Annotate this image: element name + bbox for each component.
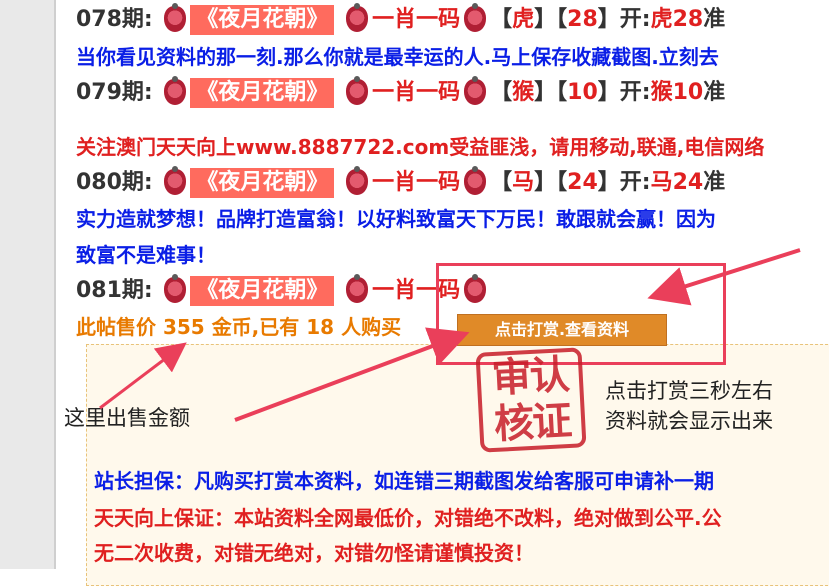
title-text: 《夜月花朝》 xyxy=(196,80,329,105)
sale-currency: 金币,已有 xyxy=(211,315,300,339)
lantern-icon xyxy=(464,166,487,195)
title-text: 《夜月花朝》 xyxy=(196,170,329,195)
guarantee-line-2: 天天向上保证：本站资料全网最低价，对错绝不改料，绝对做到公平.公 xyxy=(94,506,722,530)
period-label: 081期: xyxy=(76,278,153,303)
reward-view-button[interactable]: 点击打赏.查看资料 xyxy=(457,314,667,346)
save-hint-text: 当你看见资料的那一刻.那么你就是最幸运的人.马上保存收藏截图.立刻去 xyxy=(76,45,719,69)
number-text: 10 xyxy=(567,80,598,105)
sale-prefix: 此帖售价 xyxy=(76,315,156,339)
sale-suffix: 人购买 xyxy=(341,315,402,339)
number-text: 24 xyxy=(567,170,598,195)
prediction-row-081: 081期: 《夜月花朝》 一肖一码 xyxy=(76,274,490,306)
zodiac-bracket: 【马】【24】 xyxy=(490,170,620,195)
sale-buyers: 18 xyxy=(306,315,335,339)
prediction-row-079: 079期: 《夜月花朝》 一肖一码【猴】【10】开:猴10准 xyxy=(76,76,726,108)
open-label: 开: xyxy=(619,170,651,195)
tag-text: 一肖一码 xyxy=(372,7,461,32)
zodiac-bracket: 【猴】【10】 xyxy=(490,80,620,105)
follow-text[interactable]: 关注澳门天天向上www.8887722.com受益匪浅，请用移动,联通,电信网络 xyxy=(76,135,765,159)
reward-note-line-2: 资料就会显示出来 xyxy=(605,409,773,433)
lantern-icon xyxy=(346,166,369,195)
title-text: 《夜月花朝》 xyxy=(196,7,329,32)
accurate-label: 准 xyxy=(703,7,726,32)
lantern-icon xyxy=(164,274,187,303)
arrow-to-box xyxy=(234,327,470,422)
prediction-row-078: 078期: 《夜月花朝》 一肖一码【虎】【28】开:虎28准 xyxy=(76,3,726,35)
lantern-icon xyxy=(164,166,187,195)
open-label: 开: xyxy=(619,7,651,32)
annotation-arrows xyxy=(99,248,801,422)
reward-note-line-1: 点击打赏三秒左右 xyxy=(605,379,773,403)
title-badge: 《夜月花朝》 xyxy=(190,276,335,306)
period-label: 080期: xyxy=(76,170,153,195)
arrow-to-price xyxy=(99,342,187,410)
guarantee-line-1: 站长担保：凡购买打赏本资料，如连错三期截图发给客服可申请补一期 xyxy=(94,469,714,493)
result-text: 猴10 xyxy=(650,80,704,105)
zodiac-text: 马 xyxy=(512,170,535,195)
prediction-row-080: 080期: 《夜月花朝》 一肖一码【马】【24】开:马24准 xyxy=(76,166,726,198)
open-label: 开: xyxy=(619,80,651,105)
annotation-highlight-box xyxy=(436,263,726,365)
slogan-line-2: 致富不是难事！ xyxy=(76,243,216,267)
lantern-icon xyxy=(346,76,369,105)
period-label: 078期: xyxy=(76,7,153,32)
number-text: 28 xyxy=(567,7,598,32)
title-text: 《夜月花朝》 xyxy=(196,278,329,303)
price-note: 这里出售金额 xyxy=(64,406,190,430)
lantern-icon xyxy=(464,76,487,105)
lantern-icon xyxy=(346,274,369,303)
guarantee-line-3: 无二次收费，对错无绝对，对错勿怪请谨慎投资！ xyxy=(94,541,534,565)
title-badge: 《夜月花朝》 xyxy=(190,78,335,108)
accurate-label: 准 xyxy=(703,80,726,105)
title-badge: 《夜月花朝》 xyxy=(190,168,335,198)
sale-info: 此帖售价 355 金币,已有 18 人购买 xyxy=(76,312,401,342)
result-text: 马24 xyxy=(650,170,704,195)
lantern-icon xyxy=(464,3,487,32)
period-label: 079期: xyxy=(76,80,153,105)
result-text: 虎28 xyxy=(650,7,704,32)
sale-price: 355 xyxy=(162,315,205,339)
slogan-line-1: 实力造就梦想！品牌打造富翁！以好料致富天下万民！敢跟就会赢！因为 xyxy=(76,207,716,231)
left-sidebar-bar xyxy=(0,0,56,569)
zodiac-bracket: 【虎】【28】 xyxy=(490,7,620,32)
tag-text: 一肖一码 xyxy=(372,80,461,105)
arrow-to-button xyxy=(647,248,801,306)
tag-text: 一肖一码 xyxy=(372,278,461,303)
lantern-icon xyxy=(164,76,187,105)
lantern-icon xyxy=(164,3,187,32)
title-badge: 《夜月花朝》 xyxy=(190,5,335,35)
zodiac-text: 猴 xyxy=(512,80,535,105)
tag-text: 一肖一码 xyxy=(372,170,461,195)
accurate-label: 准 xyxy=(703,170,726,195)
lantern-icon xyxy=(346,3,369,32)
zodiac-text: 虎 xyxy=(512,7,535,32)
lantern-icon xyxy=(464,274,487,303)
